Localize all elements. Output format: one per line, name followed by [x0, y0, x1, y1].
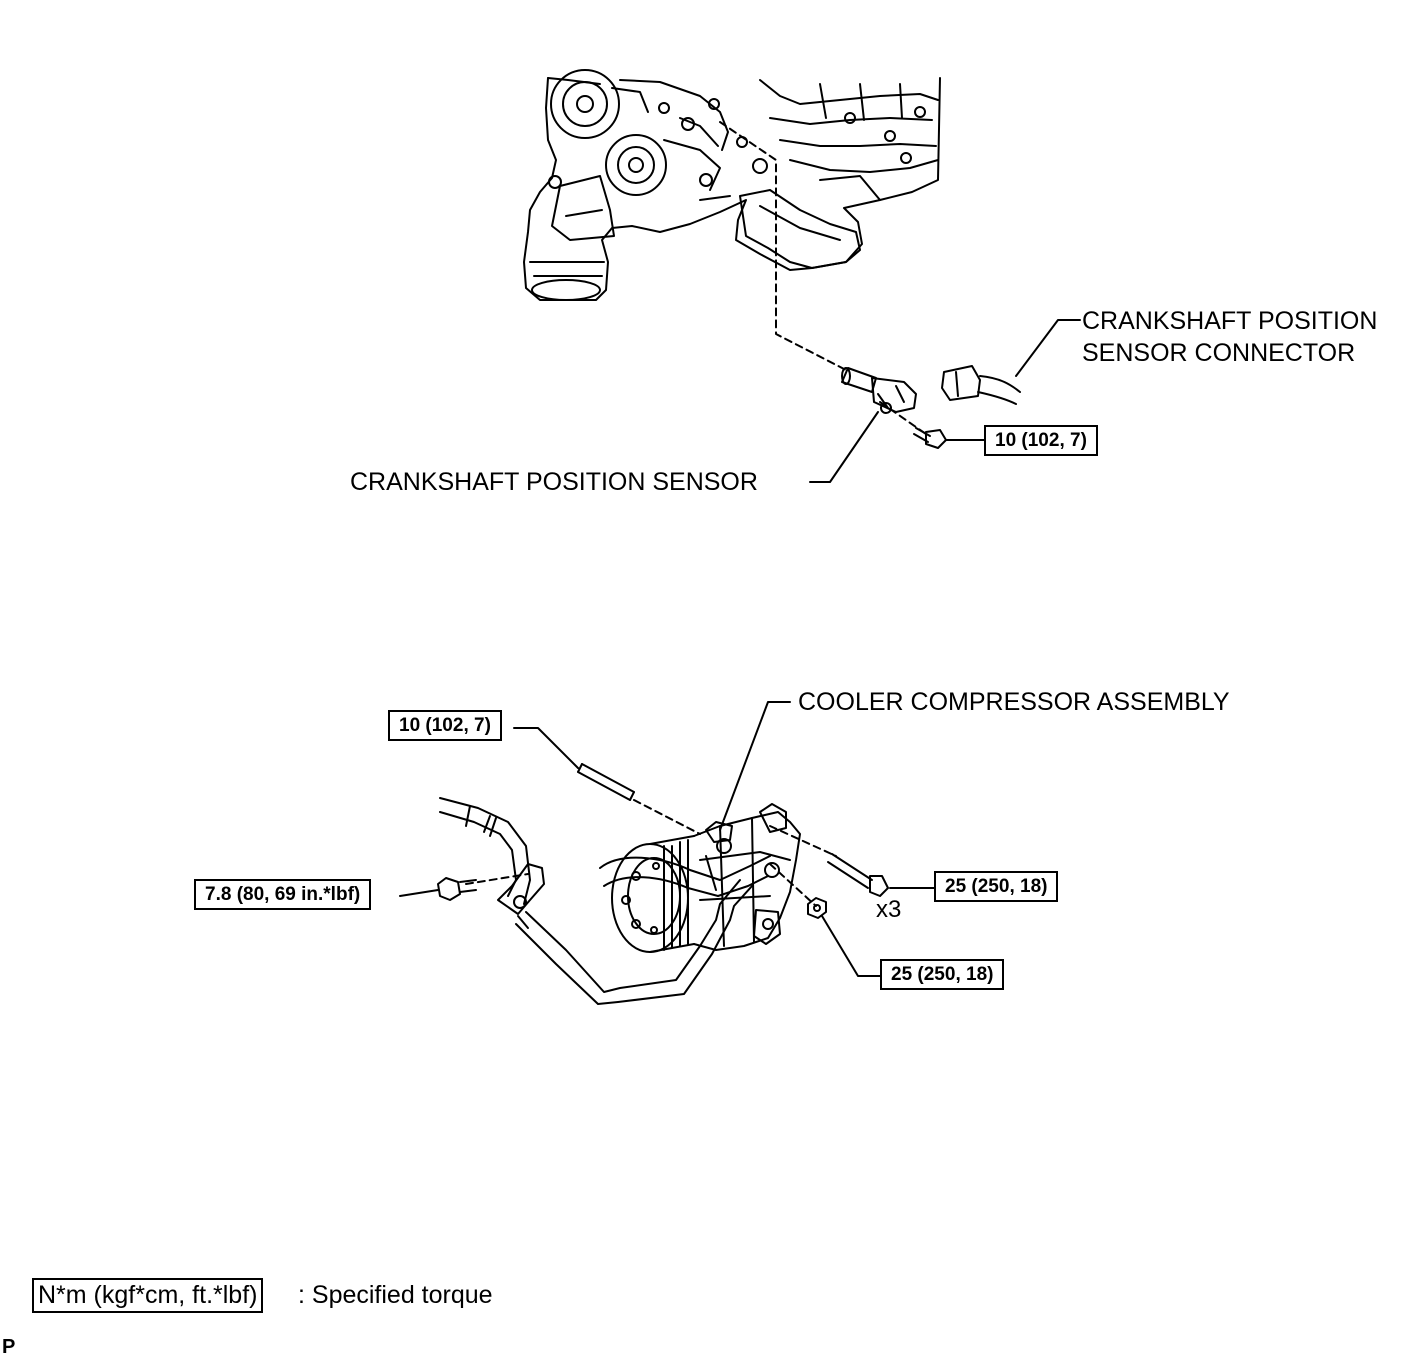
crankshaft-position-sensor-label: CRANKSHAFT POSITION SENSOR	[350, 468, 758, 496]
corner-mark: P	[2, 1336, 16, 1358]
refrigerant-hose-drawing	[439, 797, 771, 1005]
torque-box-hose-bolt: 7.8 (80, 69 in.*lbf)	[194, 879, 372, 910]
cooler-compressor-drawing	[611, 803, 801, 953]
torque-box-compressor-stud: 10 (102, 7)	[388, 710, 502, 741]
compressor-stud-drawing	[577, 763, 635, 801]
quantity-label: x3	[876, 896, 902, 923]
crankshaft-position-sensor-connector-label: CRANKSHAFT POSITION SENSOR CONNECTOR	[1082, 305, 1377, 369]
compressor-bolt-drawing	[827, 853, 889, 897]
engine-block-drawing	[523, 69, 941, 301]
legend-description: : Specified torque	[298, 1281, 493, 1309]
sensor-bolt-alignment-line	[879, 401, 927, 435]
torque-box-sensor-bolt: 10 (102, 7)	[984, 425, 1098, 456]
connector-label-line-1: CRANKSHAFT POSITION	[1082, 307, 1378, 335]
compressor-nut-drawing	[807, 897, 827, 919]
connector-label-line-2: SENSOR CONNECTOR	[1082, 339, 1356, 367]
sensor-mount-alignment-line	[719, 121, 847, 371]
legend-unit-box: N*m (kgf*cm, ft.*lbf)	[32, 1278, 264, 1313]
torque-box-compressor-nut: 25 (250, 18)	[880, 959, 1005, 990]
torque-box-compressor-bolts: 25 (250, 18)	[934, 871, 1059, 902]
sensor-bolt-drawing	[913, 427, 947, 449]
crankshaft-position-sensor-drawing	[841, 367, 917, 414]
cooler-compressor-assembly-label: COOLER COMPRESSOR ASSEMBLY	[798, 688, 1230, 716]
hose-bolt-drawing	[437, 877, 477, 901]
sensor-connector-drawing	[941, 365, 1021, 405]
